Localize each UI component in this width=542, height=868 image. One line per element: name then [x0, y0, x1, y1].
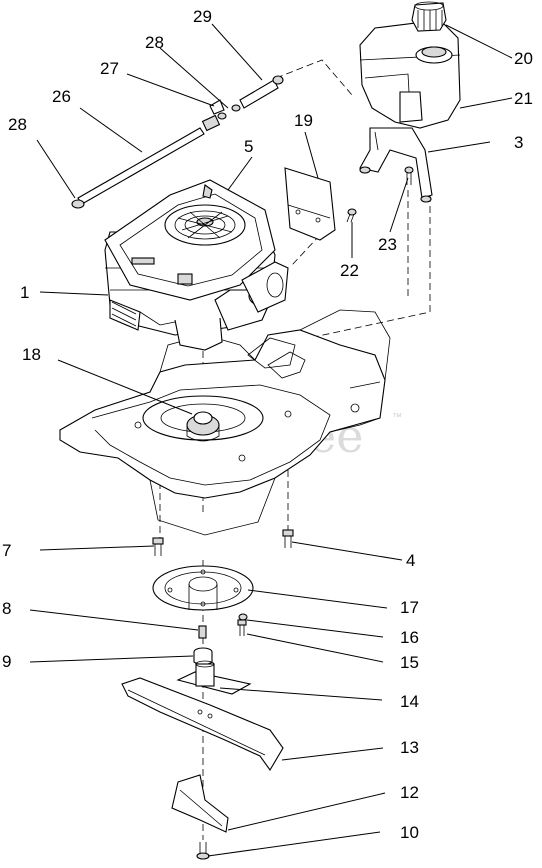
bolt-7 — [152, 537, 164, 556]
callout-16: 16 — [400, 628, 419, 647]
crankshaft-hub — [142, 395, 264, 442]
screw-22 — [346, 208, 357, 223]
fuel-cap — [411, 1, 447, 32]
blade-bolt — [196, 842, 210, 860]
callout-27: 27 — [100, 59, 119, 78]
key-8 — [198, 625, 207, 639]
mulching-blade — [171, 774, 229, 833]
callout-23: 23 — [378, 235, 397, 254]
callout-15: 15 — [400, 653, 419, 672]
mower-blade — [121, 677, 284, 772]
callout-labels: 5 1 3 4 7 8 9 10 12 13 14 15 16 17 18 19… — [2, 7, 533, 842]
callout-1: 1 — [20, 283, 29, 302]
callout-21: 21 — [514, 89, 533, 108]
engine — [104, 179, 289, 351]
fuel-tank — [359, 19, 461, 129]
callout-8: 8 — [2, 599, 11, 618]
callout-18: 18 — [22, 345, 41, 364]
bolt-4 — [282, 529, 294, 548]
adapter-plate — [152, 565, 254, 611]
callout-9: 9 — [2, 652, 11, 671]
callout-3: 3 — [514, 133, 523, 152]
watermark-tm: ™ — [392, 412, 402, 423]
callout-7: 7 — [2, 541, 11, 560]
callout-26: 26 — [52, 87, 71, 106]
callout-12: 12 — [400, 783, 419, 802]
fuel-line — [71, 75, 284, 209]
heat-shield-19 — [284, 167, 336, 241]
callout-28-top: 28 — [145, 33, 164, 52]
callout-28-left: 28 — [8, 115, 27, 134]
callout-22: 22 — [340, 261, 359, 280]
callout-29: 29 — [193, 7, 212, 26]
callout-5: 5 — [244, 137, 253, 156]
callout-13: 13 — [400, 738, 419, 757]
callout-20: 20 — [514, 49, 533, 68]
screw-16 — [238, 613, 248, 621]
leader-lines — [29, 23, 513, 857]
callout-10: 10 — [400, 823, 419, 842]
callout-17: 17 — [400, 598, 419, 617]
washer-15 — [237, 619, 247, 636]
screw-23 — [404, 166, 414, 185]
callout-14: 14 — [400, 692, 419, 711]
callout-19: 19 — [294, 111, 313, 130]
tank-bracket — [359, 127, 433, 203]
callout-4: 4 — [406, 551, 415, 570]
